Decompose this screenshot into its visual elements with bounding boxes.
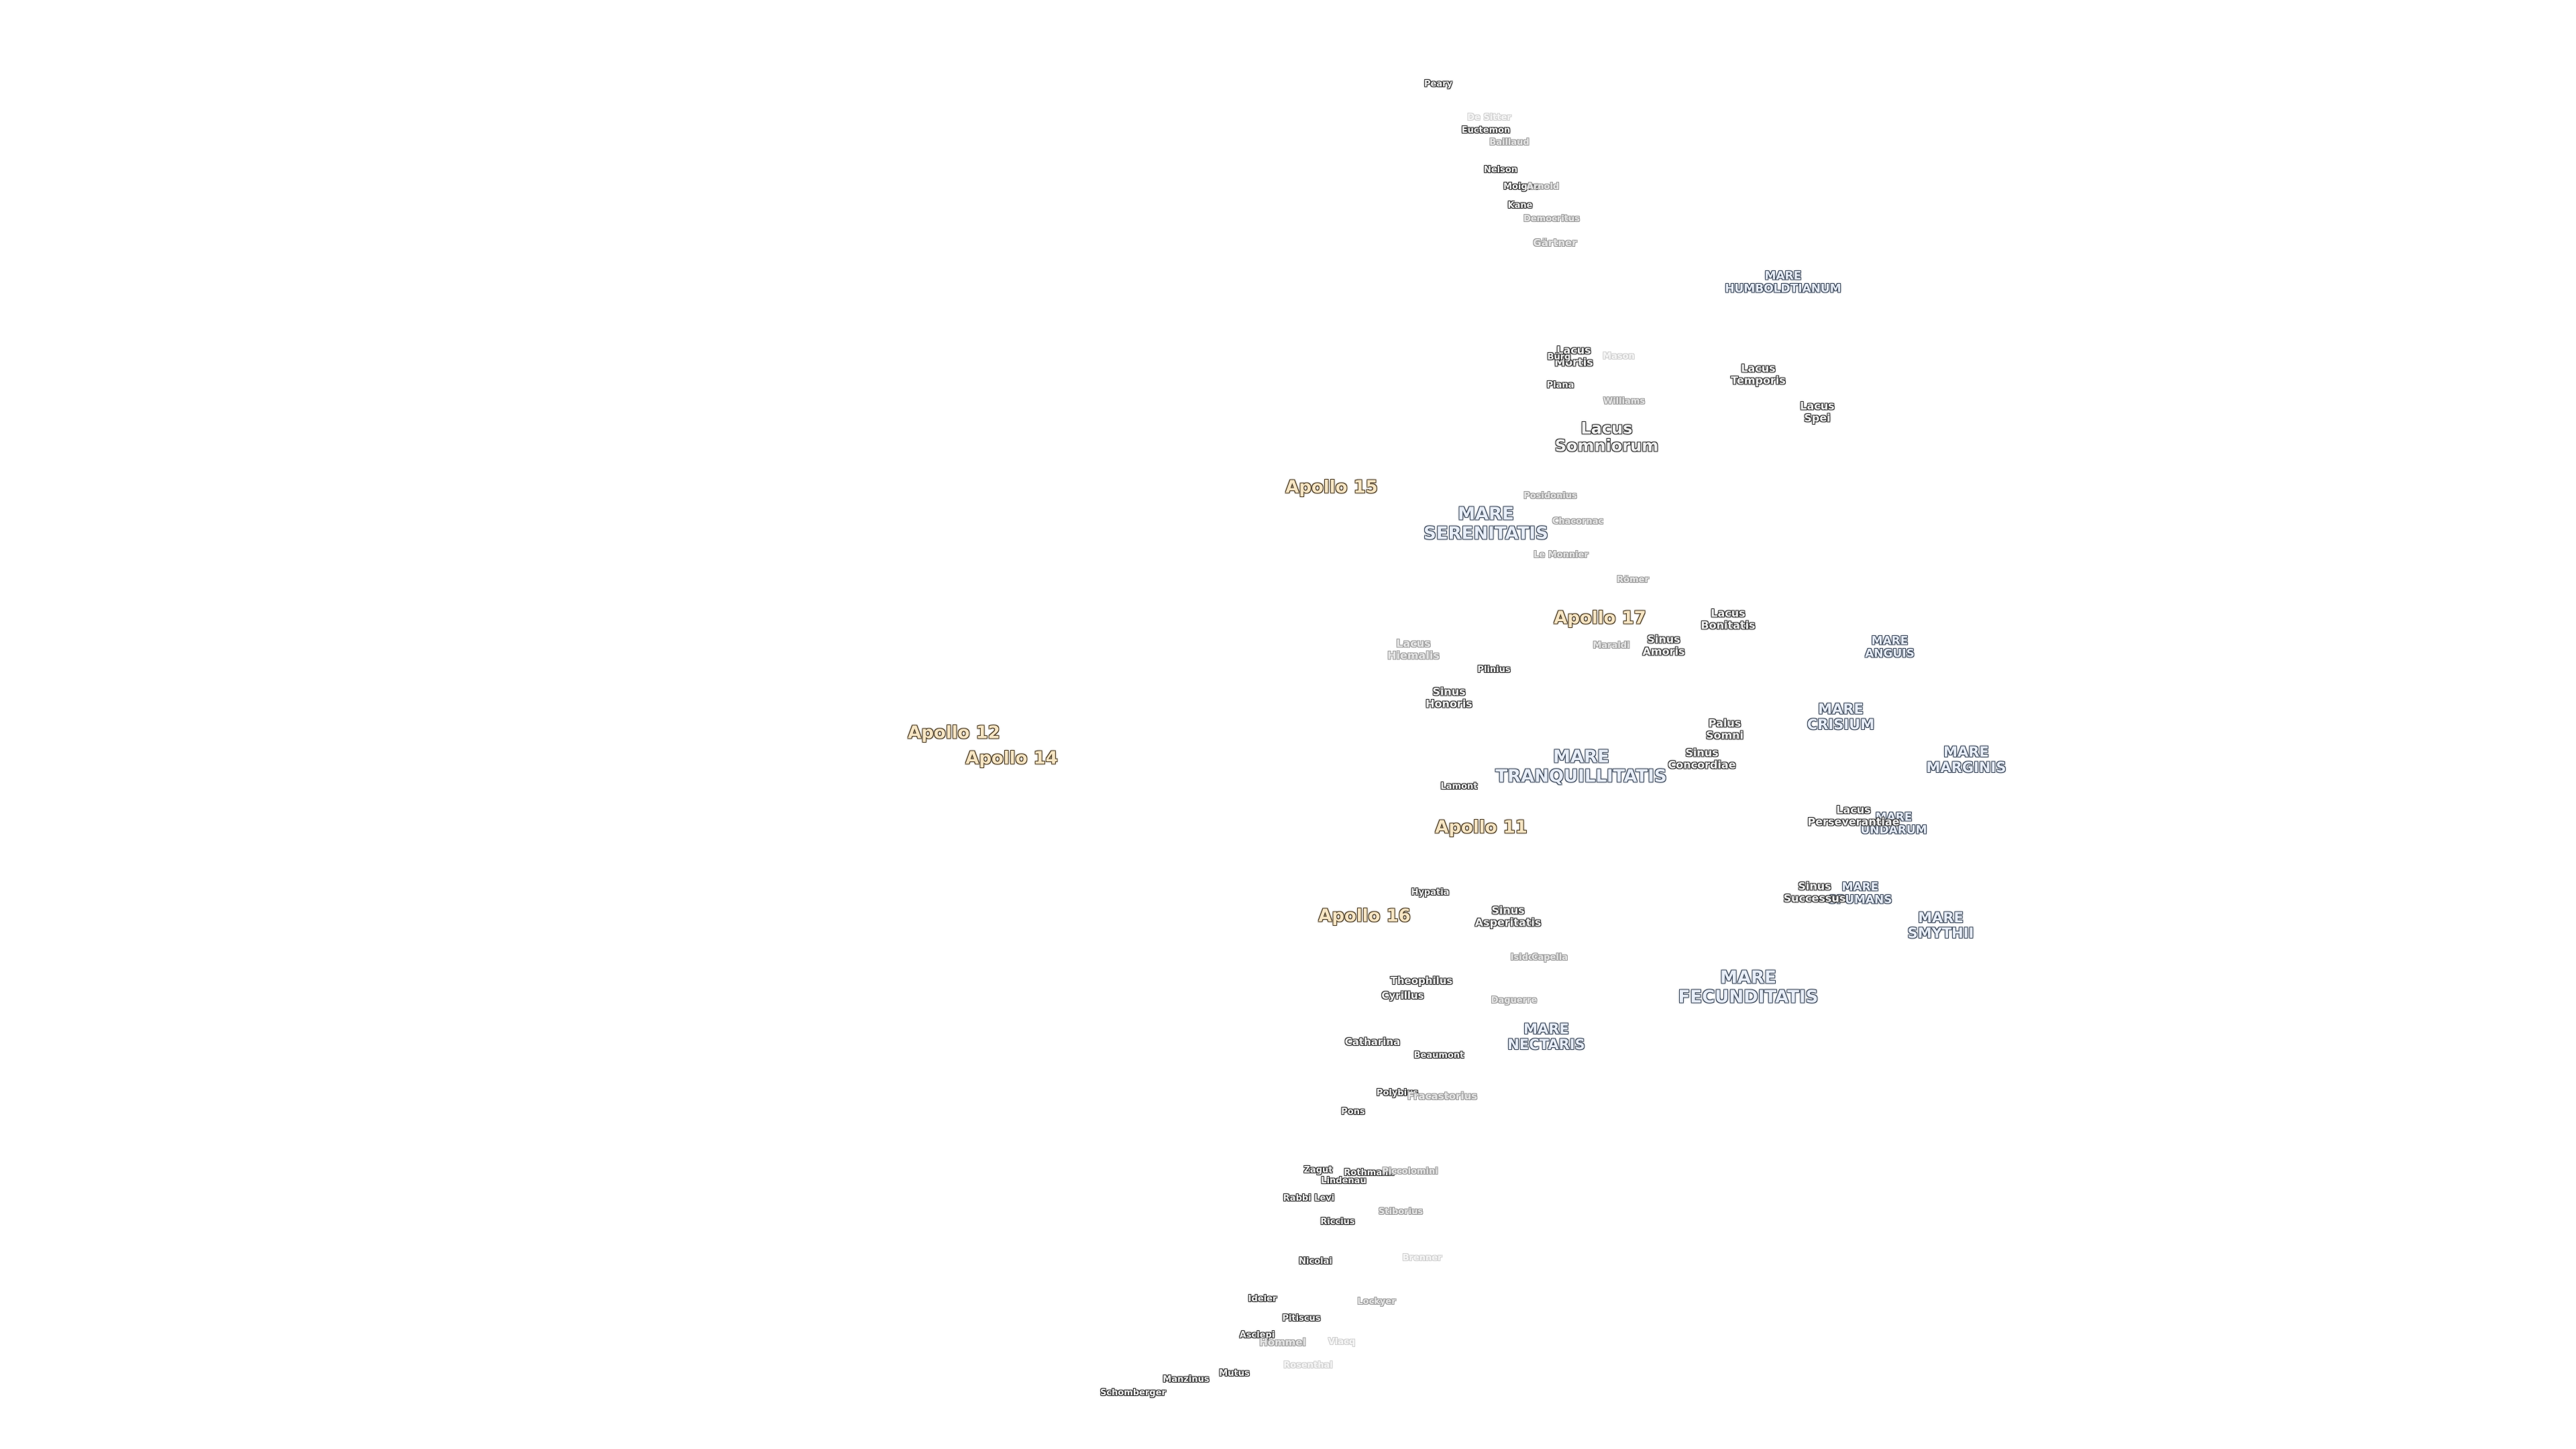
crater-label: Hypatia [1411,887,1450,898]
crater-label: Riccius [1320,1216,1355,1227]
crater-label: Bürg [1547,352,1571,362]
apollo-site-label[interactable]: Apollo 16 [1318,906,1411,926]
crater-label: Euctemon [1461,125,1511,136]
crater-label: Arnold [1526,181,1560,192]
mare-label: MARE NECTARIS [1507,1020,1585,1053]
mare-label: MARE FECUNDITATIS [1678,967,1819,1007]
mare-label: MARE HUMBOLDTIANUM [1725,269,1841,295]
crater-label: Kane [1507,200,1533,211]
apollo-site-label[interactable]: Apollo 17 [1554,608,1646,629]
lacus-label: Lacus Temporis [1731,362,1786,386]
crater-label: De Sitter [1467,112,1511,123]
crater-label: Isidorus [1510,952,1550,963]
crater-label: Polybius [1376,1087,1419,1098]
crater-label: Mutus [1219,1368,1250,1379]
crater-label: Nelson [1483,164,1518,175]
lacus-label: Lacus Somniorum [1554,419,1659,455]
crater-label: Le Monnier [1534,549,1589,560]
mare-label: MARE CRISIUM [1807,700,1875,733]
mare-label: MARE UNDARUM [1860,810,1927,837]
crater-label: Rabbi Levi [1283,1193,1335,1203]
lacus-label: Lacus Bonitatis [1701,606,1756,631]
crater-label: Posidonius [1523,490,1577,501]
crater-label: Asclepi [1239,1330,1275,1340]
crater-label: Theophilus [1390,974,1453,987]
mare-label: MARE TRANQUILLITATIS [1495,747,1667,786]
crater-label: Gärtner [1533,236,1577,249]
apollo-site-label[interactable]: Apollo 15 [1285,477,1378,498]
lacus-label: Sinus Asperitatis [1474,904,1542,928]
crater-label: Capella [1531,952,1568,963]
crater-label: Rothmann [1344,1167,1395,1178]
crater-label: Democritus [1523,213,1580,224]
crater-label: Fracastorius [1407,1089,1478,1102]
crater-label: Williams [1603,396,1646,407]
crater-label: Lamont [1440,781,1478,792]
crater-label: Römer [1617,574,1649,585]
crater-label: Lindenau [1321,1175,1366,1186]
crater-label: Zagut [1303,1165,1333,1175]
crater-label: Plinius [1477,664,1511,675]
crater-label: Daguerre [1491,995,1538,1006]
crater-label: Lockyer [1357,1296,1396,1307]
crater-label: Rosenthal [1283,1360,1333,1371]
crater-label: Hommel [1259,1336,1306,1348]
crater-label: Stiborius [1378,1206,1424,1217]
crater-label: Moigno [1503,181,1540,192]
apollo-site-label[interactable]: Apollo 11 [1435,817,1527,838]
crater-label: Ideler [1248,1293,1277,1304]
crater-label: Plana [1546,380,1574,390]
crater-label: Chacornac [1552,516,1604,527]
mare-label: MARE SERENITATIS [1424,504,1548,543]
lacus-label: Lacus Mortis [1554,343,1593,368]
crater-label: Baillaud [1489,137,1529,148]
crater-label: Manzinus [1163,1374,1210,1385]
crater-label: Schomberger [1100,1387,1166,1398]
mare-label: MARE MARGINIS [1926,743,2006,775]
crater-label: Brenner [1402,1252,1442,1263]
crater-label: Pitiscus [1282,1313,1321,1324]
lacus-label: Sinus Amoris [1642,633,1685,657]
lacus-label: Palus Somni [1705,716,1744,741]
mare-label: MARE SMYTHII [1907,909,1974,941]
crater-label: Peary [1424,78,1453,89]
apollo-site-label[interactable]: Apollo 12 [908,722,1000,743]
mare-label: MARE ANGUIS [1865,634,1915,660]
lacus-label: Sinus Successus [1783,879,1846,904]
lacus-label: Lacus Perseverantiae [1807,803,1900,828]
crater-label: Nicolai [1299,1256,1332,1267]
crater-label: Piccolomini [1382,1166,1438,1177]
crater-label: Maraldi [1593,640,1630,651]
crater-label: Catharina [1344,1035,1401,1048]
lacus-label: Lacus Spei [1800,399,1835,424]
crater-label: Pons [1341,1106,1365,1117]
lacus-label: Sinus Honoris [1426,685,1472,710]
apollo-site-label[interactable]: Apollo 14 [965,748,1058,769]
lacus-label: Sinus Concordiae [1668,746,1736,771]
lacus-label: Lacus Hiemalis [1387,637,1440,661]
crater-label: Vlacq [1328,1336,1356,1347]
crater-label: Beaumont [1413,1050,1464,1061]
mare-label: MARE SPUMANS [1828,880,1892,906]
crater-label: Mason [1603,351,1635,362]
crater-label: Cyrillus [1381,989,1424,1002]
